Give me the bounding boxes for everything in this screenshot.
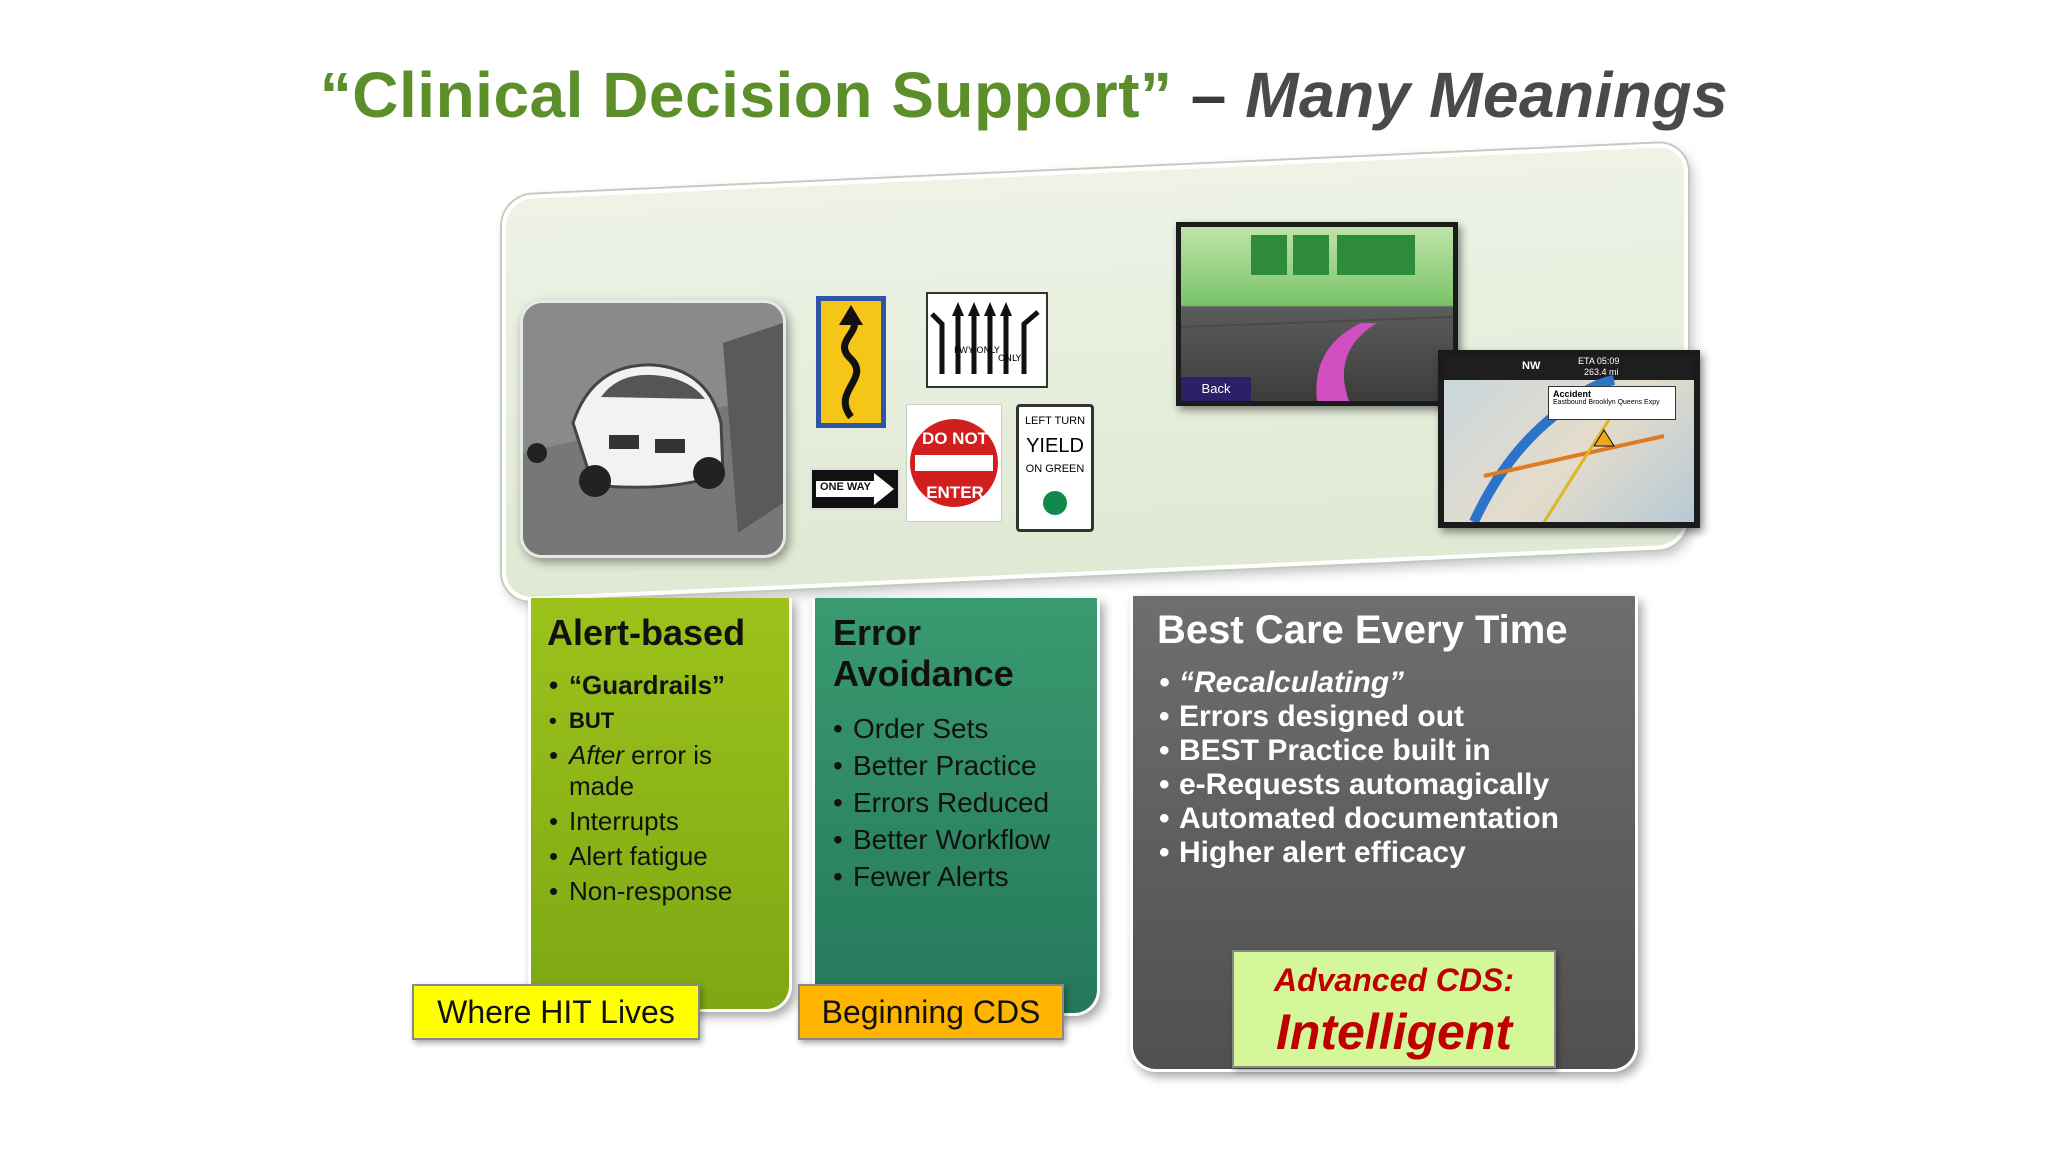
title-main: “Clinical Decision Support” (319, 59, 1173, 131)
column-title: Best Care Every Time (1157, 608, 1568, 652)
lane-arrows-sign: FWY ONLY ONLY (926, 292, 1048, 388)
do-not-enter-icon (910, 419, 998, 507)
do-not-enter-sign: DO NOT ENTER (906, 404, 1002, 522)
gps-alert-popup: Accident Eastbound Brooklyn Queens Expy (1548, 386, 1676, 420)
title-dash: – (1190, 59, 1227, 131)
list-item: Better Workflow (833, 821, 1093, 858)
slide-title: “Clinical Decision Support” – Many Meani… (0, 58, 2048, 132)
list-item: e-Requests automagically (1159, 768, 1629, 802)
list-item: Non-response (549, 876, 779, 907)
one-way-arrow-icon (816, 473, 894, 505)
one-way-label: ONE WAY (820, 481, 871, 493)
list-item: “Recalculating” (1159, 666, 1629, 700)
list-item: BEST Practice built in (1159, 734, 1629, 768)
column-title: Error Avoidance (833, 612, 1014, 694)
list-item: Interrupts (549, 806, 779, 837)
race-car-photo (520, 300, 786, 558)
one-way-sign: ONE WAY (810, 468, 900, 510)
after-word: After (569, 740, 624, 770)
car-crash-image (523, 303, 783, 555)
list-item: Errors Reduced (833, 784, 1093, 821)
list-item: Better Practice (833, 747, 1093, 784)
gps-heading: NW (1522, 360, 1541, 372)
fwy-only-label-2: ONLY (998, 354, 1022, 364)
green-light-icon (1043, 491, 1067, 515)
gps-road-view (1181, 235, 1453, 401)
title-subtitle: Many Meanings (1245, 59, 1729, 131)
list-item: “Guardrails” (549, 670, 779, 701)
list-item-text: error is made (569, 740, 713, 801)
list-item: Errors designed out (1159, 700, 1629, 734)
gps-map-screen: NW ETA 05:09 263.4 mi Accident Eastbound… (1438, 350, 1700, 528)
gps-alert-detail: Eastbound Brooklyn Queens Expy (1553, 399, 1660, 406)
column-best-care: Best Care Every Time “Recalculating” Err… (1130, 596, 1638, 1072)
left-turn-label: LEFT TURN (1024, 415, 1086, 427)
winding-arrow-icon (839, 305, 863, 420)
bullet-list: Order Sets Better Practice Errors Reduce… (833, 710, 1093, 895)
column-error-avoidance: Error Avoidance Order Sets Better Practi… (812, 598, 1100, 1016)
bullet-list: “Guardrails” BUT After error is made Int… (549, 670, 779, 911)
tag-advanced-cds-line1: Advanced CDS: (1273, 962, 1515, 998)
left-turn-yield-sign: LEFT TURN YIELD ON GREEN (1016, 404, 1094, 532)
list-item: Higher alert efficacy (1159, 836, 1629, 870)
gps-back-button: Back (1181, 377, 1251, 401)
bullet-list: “Recalculating” Errors designed out BEST… (1159, 666, 1629, 870)
gps-alert-title: Accident (1553, 389, 1592, 399)
on-green-label: ON GREEN (1025, 463, 1085, 475)
winding-road-sign (816, 296, 886, 428)
fwy-only-label-1: FWY ONLY (954, 346, 1000, 356)
do-not-label: DO NOT (921, 429, 989, 448)
gps-distance: 263.4 mi (1584, 367, 1619, 377)
list-item: Automated documentation (1159, 802, 1629, 836)
yield-label: YIELD (1026, 435, 1084, 457)
tag-advanced-cds: Advanced CDS: Intelligent (1232, 950, 1556, 1068)
tag-beginning-cds: Beginning CDS (798, 984, 1064, 1040)
list-item: BUT (549, 705, 779, 736)
enter-label: ENTER (926, 483, 984, 502)
tag-where-hit-lives: Where HIT Lives (412, 984, 700, 1040)
gps-eta: ETA 05:09 (1578, 356, 1620, 366)
list-item: After error is made (549, 740, 779, 802)
tag-advanced-cds-line2: Intelligent (1275, 1004, 1513, 1060)
list-item: Fewer Alerts (833, 858, 1093, 895)
gps-map-view (1444, 356, 1694, 522)
gps-navigation-screen: Back (1176, 222, 1458, 406)
lane-arrows-icon (930, 302, 1040, 374)
list-item: Order Sets (833, 710, 1093, 747)
column-alert-based: Alert-based “Guardrails” BUT After error… (528, 598, 792, 1012)
list-item: Alert fatigue (549, 841, 779, 872)
column-title: Alert-based (547, 612, 746, 653)
